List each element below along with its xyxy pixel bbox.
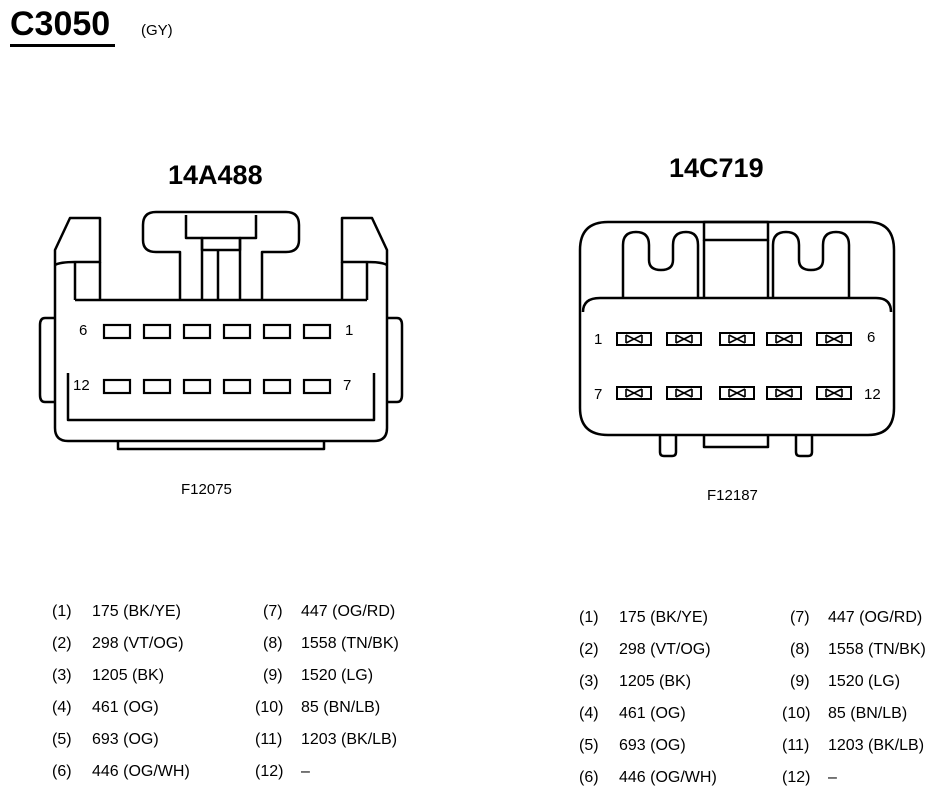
- wire-spec: 447 (OG/RD): [828, 609, 923, 626]
- left-cavity-1: [302, 323, 332, 340]
- wire-spec: 1520 (LG): [301, 667, 374, 684]
- pin-number: (8): [790, 641, 810, 658]
- pin-number: (1): [52, 603, 72, 620]
- wire-spec: 1558 (TN/BK): [828, 641, 926, 658]
- wire-spec: –: [828, 769, 837, 786]
- left-pin-label-7: 7: [343, 377, 352, 394]
- pin-number: (4): [52, 699, 72, 716]
- right-cavity-3: [719, 332, 755, 346]
- right-figure-code: F12187: [707, 487, 758, 504]
- left-pin-label-1: 1: [345, 322, 354, 339]
- right-cavity-9: [719, 386, 755, 400]
- left-pin-label-6: 6: [79, 322, 88, 339]
- right-pin-label-12: 12: [864, 386, 881, 403]
- right-cavity-7: [616, 386, 652, 400]
- wire-spec: 85 (BN/LB): [828, 705, 908, 722]
- left-cavity-11: [142, 378, 172, 395]
- left-cavity-3: [222, 323, 252, 340]
- pin-number: (7): [263, 603, 283, 620]
- left-body-outline: [53, 265, 389, 443]
- pin-number: (5): [52, 731, 72, 748]
- left-cavity-12: [102, 378, 132, 395]
- pin-number: (12): [255, 763, 284, 780]
- pin-number: (2): [579, 641, 599, 658]
- wire-spec: 693 (OG): [619, 737, 686, 754]
- right-cavity-4: [766, 332, 802, 346]
- wire-spec: 175 (BK/YE): [619, 609, 708, 626]
- right-cavity-10: [766, 386, 802, 400]
- right-body-outline: [578, 220, 896, 437]
- pin-number: (6): [52, 763, 72, 780]
- left-cavity-2: [262, 323, 292, 340]
- right-pin-label-7: 7: [594, 386, 603, 403]
- wire-spec: 693 (OG): [92, 731, 159, 748]
- left-cavity-9: [222, 378, 252, 395]
- connector-color-code: (GY): [141, 22, 173, 39]
- left-cavity-5: [142, 323, 172, 340]
- left-cavity-10: [182, 378, 212, 395]
- pin-number: (12): [782, 769, 811, 786]
- left-cavity-8: [262, 378, 292, 395]
- wire-spec: 298 (VT/OG): [619, 641, 711, 658]
- wire-spec: 1205 (BK): [92, 667, 165, 684]
- pin-number: (8): [263, 635, 283, 652]
- right-pin-label-6: 6: [867, 329, 876, 346]
- pin-number: (11): [255, 731, 283, 748]
- pin-number: (4): [579, 705, 599, 722]
- left-part-number: 14A488: [168, 160, 263, 190]
- pin-number: (9): [263, 667, 283, 684]
- left-pin-label-12: 12: [73, 377, 90, 394]
- pin-number: (3): [52, 667, 72, 684]
- pin-number: (9): [790, 673, 810, 690]
- wire-spec: –: [301, 763, 310, 780]
- wire-spec: 1558 (TN/BK): [301, 635, 399, 652]
- right-cavity-5: [816, 332, 852, 346]
- left-cavity-4: [182, 323, 212, 340]
- wire-spec: 175 (BK/YE): [92, 603, 181, 620]
- wire-spec: 1520 (LG): [828, 673, 901, 690]
- right-part-number: 14C719: [669, 153, 764, 183]
- pin-number: (3): [579, 673, 599, 690]
- right-cavity-1: [616, 332, 652, 346]
- connector-id: C3050: [10, 5, 111, 43]
- right-cavity-8: [666, 386, 702, 400]
- wire-spec: 298 (VT/OG): [92, 635, 184, 652]
- pin-number: (7): [790, 609, 810, 626]
- pin-number: (6): [579, 769, 599, 786]
- wire-spec: 1205 (BK): [619, 673, 692, 690]
- right-pin-label-1: 1: [594, 331, 603, 348]
- wire-spec: 461 (OG): [92, 699, 159, 716]
- pin-number: (5): [579, 737, 599, 754]
- pin-number: (2): [52, 635, 72, 652]
- wire-spec: 447 (OG/RD): [301, 603, 396, 620]
- right-cavity-11: [816, 386, 852, 400]
- pin-number: (1): [579, 609, 599, 626]
- pin-number: (11): [782, 737, 810, 754]
- pin-number: (10): [255, 699, 284, 716]
- wire-spec: 1203 (BK/LB): [301, 731, 398, 748]
- wire-spec: 1203 (BK/LB): [828, 737, 925, 754]
- left-cavity-6: [102, 323, 132, 340]
- wire-spec: 446 (OG/WH): [92, 763, 190, 780]
- left-figure-code: F12075: [181, 481, 232, 498]
- right-cavity-2: [666, 332, 702, 346]
- left-cavity-7: [302, 378, 332, 395]
- pin-number: (10): [782, 705, 811, 722]
- wire-spec: 85 (BN/LB): [301, 699, 381, 716]
- connector-id-underline: [10, 44, 115, 47]
- wire-spec: 461 (OG): [619, 705, 686, 722]
- wire-spec: 446 (OG/WH): [619, 769, 717, 786]
